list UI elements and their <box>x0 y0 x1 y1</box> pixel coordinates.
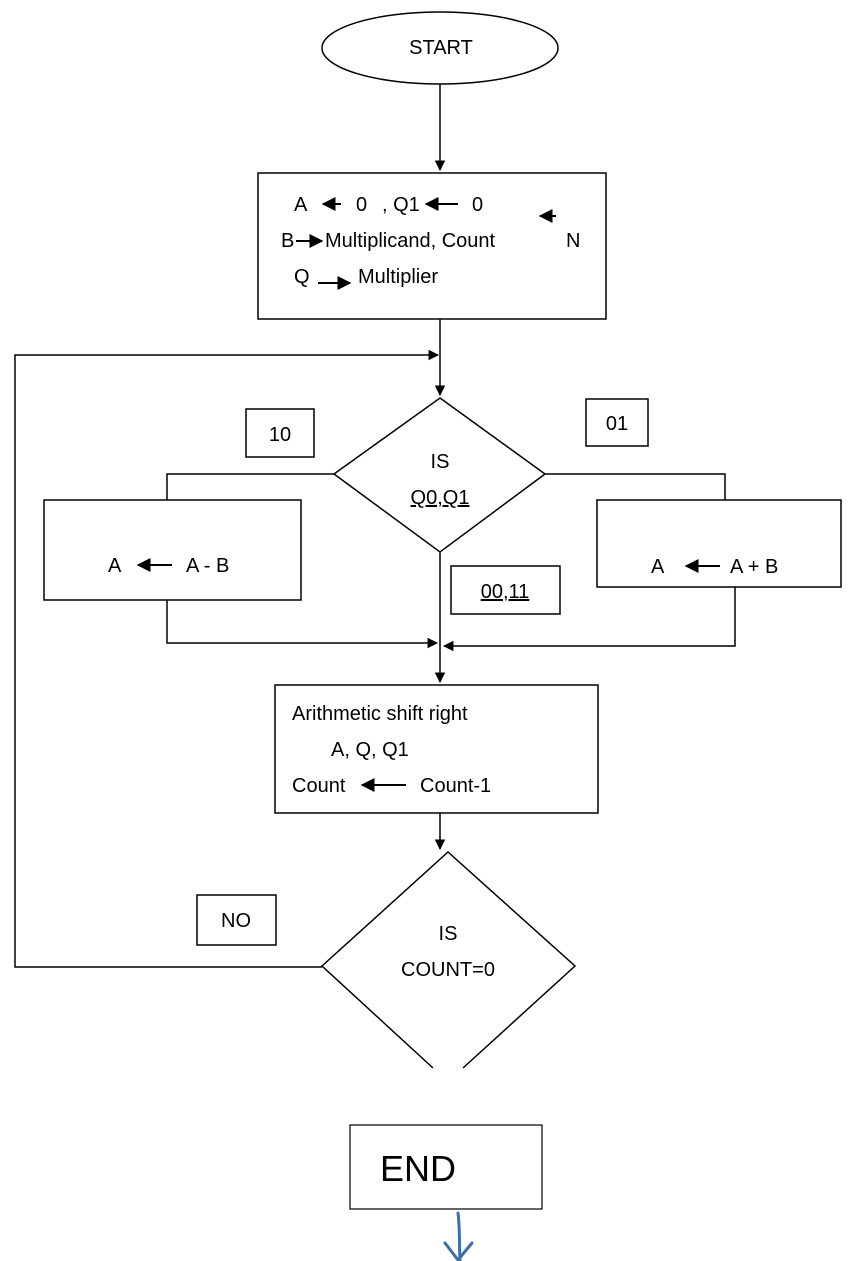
add-expr: A + B <box>730 556 778 578</box>
connector-right-branch <box>545 473 726 500</box>
end-label: END <box>380 1148 456 1189</box>
branch-label-10-box <box>245 408 315 458</box>
init-q1-label: , Q1 <box>382 194 420 216</box>
init-a-label: A <box>294 194 308 216</box>
add-a-label: A <box>651 556 665 578</box>
no-label: NO <box>221 910 251 932</box>
add-box <box>596 499 842 588</box>
shift-count-label: Count <box>292 775 346 797</box>
branch-label-01: 01 <box>606 413 628 435</box>
branch-label-01-box <box>585 398 649 447</box>
connector-left-merge <box>166 600 439 649</box>
subtract-a-label: A <box>108 555 122 577</box>
init-zero-1: 0 <box>356 194 367 216</box>
init-zero-2: 0 <box>472 194 483 216</box>
no-label-box <box>196 894 277 946</box>
branch-label-10: 10 <box>269 424 291 446</box>
init-n-label: N <box>566 230 580 252</box>
decision2-line1: IS <box>439 923 458 945</box>
branch-label-0011: 00,11 <box>481 581 530 603</box>
decision2-line2: COUNT=0 <box>401 959 495 981</box>
decision1-line1: IS <box>431 451 450 473</box>
decision1-line2: Q0,Q1 <box>411 487 470 509</box>
connector-right-merge <box>442 587 736 652</box>
decision-q0q1 <box>332 397 547 553</box>
subtract-expr: A - B <box>186 555 229 577</box>
init-multiplier: Multiplier <box>358 266 438 288</box>
init-multiplicand-count: Multiplicand, Count <box>325 230 496 252</box>
decision-count-zero <box>320 850 577 1069</box>
subtract-box <box>43 499 302 601</box>
start-label: START <box>409 37 473 59</box>
loop-back-line <box>14 349 440 968</box>
end-down-arrow <box>443 1211 474 1261</box>
init-q-label: Q <box>294 266 310 288</box>
shift-line1: Arithmetic shift right <box>292 703 468 725</box>
connector-left-branch <box>166 473 334 500</box>
shift-box <box>274 684 599 814</box>
init-b-label: B <box>281 230 294 252</box>
end-box <box>349 1124 543 1210</box>
branch-label-0011-box <box>450 565 561 615</box>
shift-count-expr: Count-1 <box>420 775 491 797</box>
shift-line2: A, Q, Q1 <box>331 739 409 761</box>
